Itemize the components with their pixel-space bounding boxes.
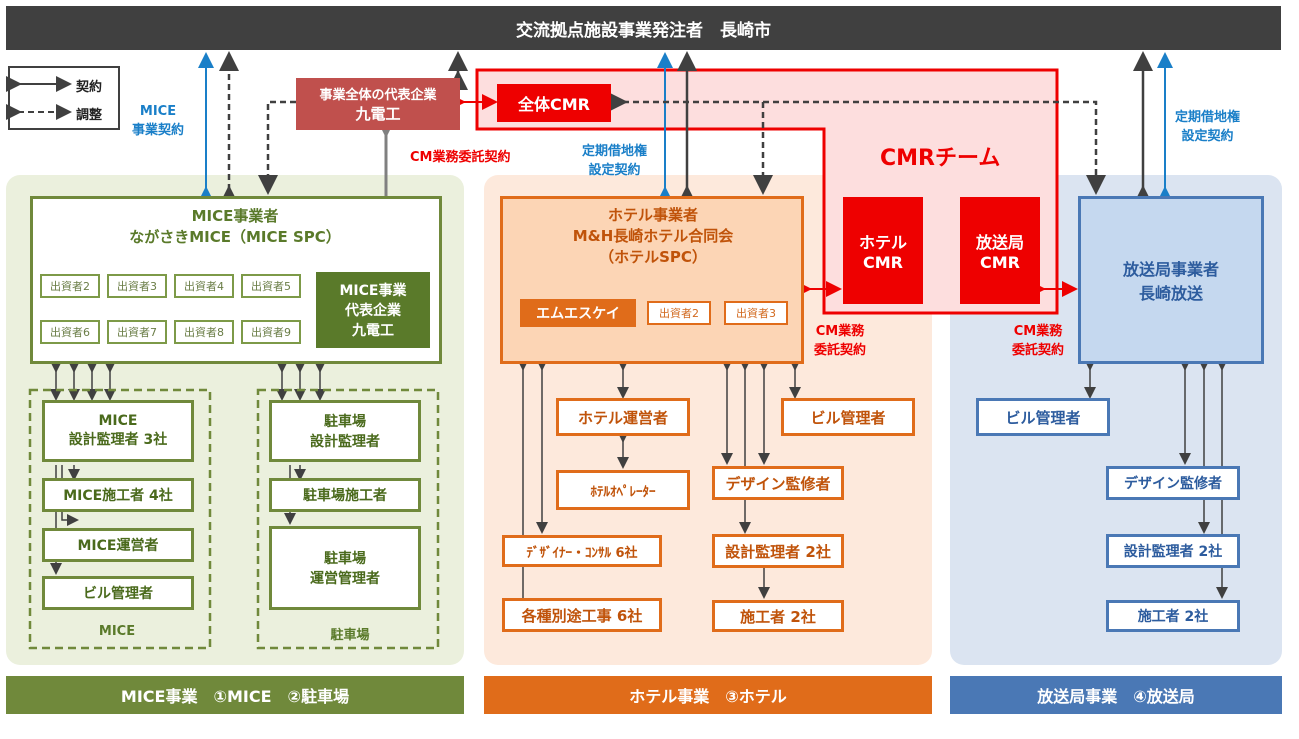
broadcast-spc: 放送局事業者 長崎放送 — [1078, 196, 1264, 364]
broadcast-cm-label: CM業務 委託契約 — [1012, 324, 1065, 358]
hotel-mks: エムエスケイ — [520, 299, 636, 327]
legend-contract-label: 契約 — [76, 80, 103, 95]
hotel-cm-label: CM業務 委託契約 — [814, 324, 867, 358]
mice-investor: 出資者8 — [174, 320, 234, 344]
mice-supervisor: MICE 設計監理者 3社 — [42, 400, 194, 462]
mice-investor: 出資者6 — [40, 320, 100, 344]
representative-line1: 事業全体の代表企業 — [319, 88, 437, 103]
mice-investor: 出資者5 — [241, 274, 301, 298]
mice-rep-company: MICE事業 代表企業 九電工 — [316, 272, 430, 348]
broadcast-supervisor: 設計監理者 2社 — [1106, 534, 1240, 568]
hotel-investor: 出資者3 — [724, 301, 788, 325]
hotel-spc-title: ホテル事業者 M&H長崎ホテル合同会 （ホテルSPC） — [572, 206, 734, 266]
mice-building-manager: ビル管理者 — [42, 576, 194, 610]
broadcast-building-manager: ビル管理者 — [976, 398, 1110, 436]
mice-contract-label: MICE 事業契約 — [132, 104, 185, 138]
cmr-team-label: CMRチーム — [880, 146, 1001, 171]
broadcast-contractor: 施工者 2社 — [1106, 600, 1240, 632]
hotel-land-label: 定期借地権 設定契約 — [582, 144, 648, 178]
owner-bar: 交流拠点施設事業発注者 長崎市 — [6, 6, 1281, 50]
mice-operator: MICE運営者 — [42, 528, 194, 562]
mice-investor: 出資者4 — [174, 274, 234, 298]
hotel-operator-2: ﾎﾃﾙｵﾍﾟﾚｰﾀｰ — [556, 470, 690, 510]
mice-investor: 出資者2 — [40, 274, 100, 298]
hotel-supervisor: 設計監理者 2社 — [712, 534, 844, 568]
hotel-investor: 出資者2 — [647, 301, 711, 325]
parking-group-label: 駐車場 — [330, 628, 370, 643]
mice-contractor: MICE施工者 4社 — [42, 478, 194, 512]
hotel-spc — [500, 196, 804, 364]
mice-investor: 出資者7 — [107, 320, 167, 344]
parking-operator: 駐車場 運営管理者 — [269, 526, 421, 610]
hotel-building-manager: ビル管理者 — [781, 398, 915, 436]
hotel-design-supervisor: デザイン監修者 — [712, 466, 844, 500]
mice-spc-title: MICE事業者 ながさきMICE（MICE SPC） — [129, 207, 341, 246]
parking-contractor: 駐車場施工者 — [269, 478, 421, 512]
broadcast-design-supervisor: デザイン監修者 — [1106, 466, 1240, 500]
hotel-separate-works: 各種別途工事 6社 — [502, 598, 662, 632]
broadcast-land-label: 定期借地権 設定契約 — [1175, 110, 1241, 144]
overall-cmr: 全体CMR — [497, 84, 611, 122]
hotel-designer-consultant: ﾃﾞｻﾞｲﾅｰ・ｺﾝｻﾙ 6社 — [502, 535, 662, 567]
broadcast-footer: 放送局事業 ④放送局 — [950, 676, 1282, 714]
legend-coordination-label: 調整 — [76, 108, 103, 123]
representative-company: 事業全体の代表企業 九電工 — [296, 78, 460, 130]
representative-line2: 九電工 — [355, 105, 401, 123]
parking-supervisor: 駐車場 設計監理者 — [269, 400, 421, 462]
mice-group-label: MICE — [98, 624, 136, 639]
legend — [8, 66, 120, 130]
mice-footer: MICE事業 ①MICE ②駐車場 — [6, 676, 464, 714]
hotel-contractor: 施工者 2社 — [712, 600, 844, 632]
hotel-footer: ホテル事業 ③ホテル — [484, 676, 932, 714]
mice-investor: 出資者9 — [241, 320, 301, 344]
hotel-operator: ホテル運営者 — [556, 398, 690, 436]
hotel-cmr: ホテル CMR — [843, 197, 923, 304]
broadcast-cmr: 放送局 CMR — [960, 197, 1040, 304]
mice-investor: 出資者3 — [107, 274, 167, 298]
cm-contract-label: CM業務委託契約 — [410, 150, 511, 165]
